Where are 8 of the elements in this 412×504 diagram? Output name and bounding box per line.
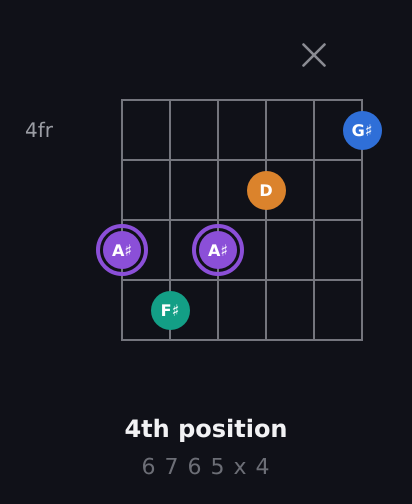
chord-title: 4th position xyxy=(124,414,288,444)
note-dot: G♯ xyxy=(342,110,382,150)
root-note-dot: A♯ xyxy=(192,224,244,276)
root-note-dot: A♯ xyxy=(96,224,148,276)
note-dot: D xyxy=(246,170,286,210)
fret-number-label: 4fr xyxy=(25,118,53,142)
fret-numbers-caption: 6 7 6 5 x 4 xyxy=(142,455,270,481)
note-dot: F♯ xyxy=(150,290,190,330)
